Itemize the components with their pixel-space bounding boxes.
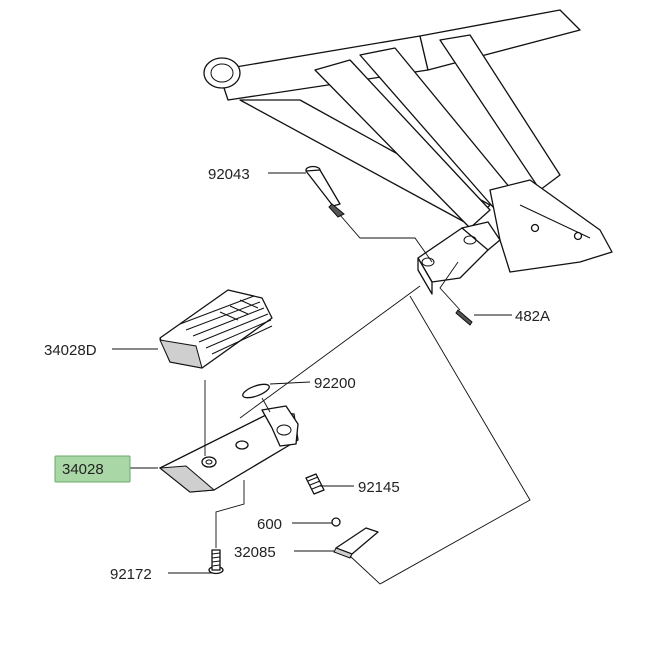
washer-92200 xyxy=(242,383,270,399)
callout-92145[interactable]: 92145 xyxy=(358,479,400,496)
pin-92043 xyxy=(305,165,345,218)
cotter-pin-482A xyxy=(455,309,473,326)
callout-34028D[interactable]: 34028D xyxy=(44,342,97,359)
ball-600 xyxy=(331,517,341,527)
callout-92043[interactable]: 92043 xyxy=(208,166,250,183)
spring-92145 xyxy=(305,473,325,495)
callout-34028[interactable]: 34028 xyxy=(62,461,104,478)
pivot-bracket xyxy=(417,221,501,295)
plate-32085 xyxy=(333,527,379,559)
callout-labels: 92043 482A 34028D 92200 34028 92145 600 … xyxy=(44,166,550,583)
callout-highlight-34028 xyxy=(54,455,131,483)
callout-leaders xyxy=(112,172,512,574)
callout-92172[interactable]: 92172 xyxy=(110,566,152,583)
callout-600[interactable]: 600 xyxy=(257,516,282,533)
assembly-guides xyxy=(204,214,531,585)
screw-92172 xyxy=(208,549,224,575)
callout-32085[interactable]: 32085 xyxy=(234,544,276,561)
callout-92200[interactable]: 92200 xyxy=(314,375,356,392)
footpeg-bracket-34028 xyxy=(158,405,299,493)
callout-482A[interactable]: 482A xyxy=(515,308,550,325)
frame-tubes xyxy=(203,9,613,273)
rubber-footpeg-34028D xyxy=(159,289,273,369)
